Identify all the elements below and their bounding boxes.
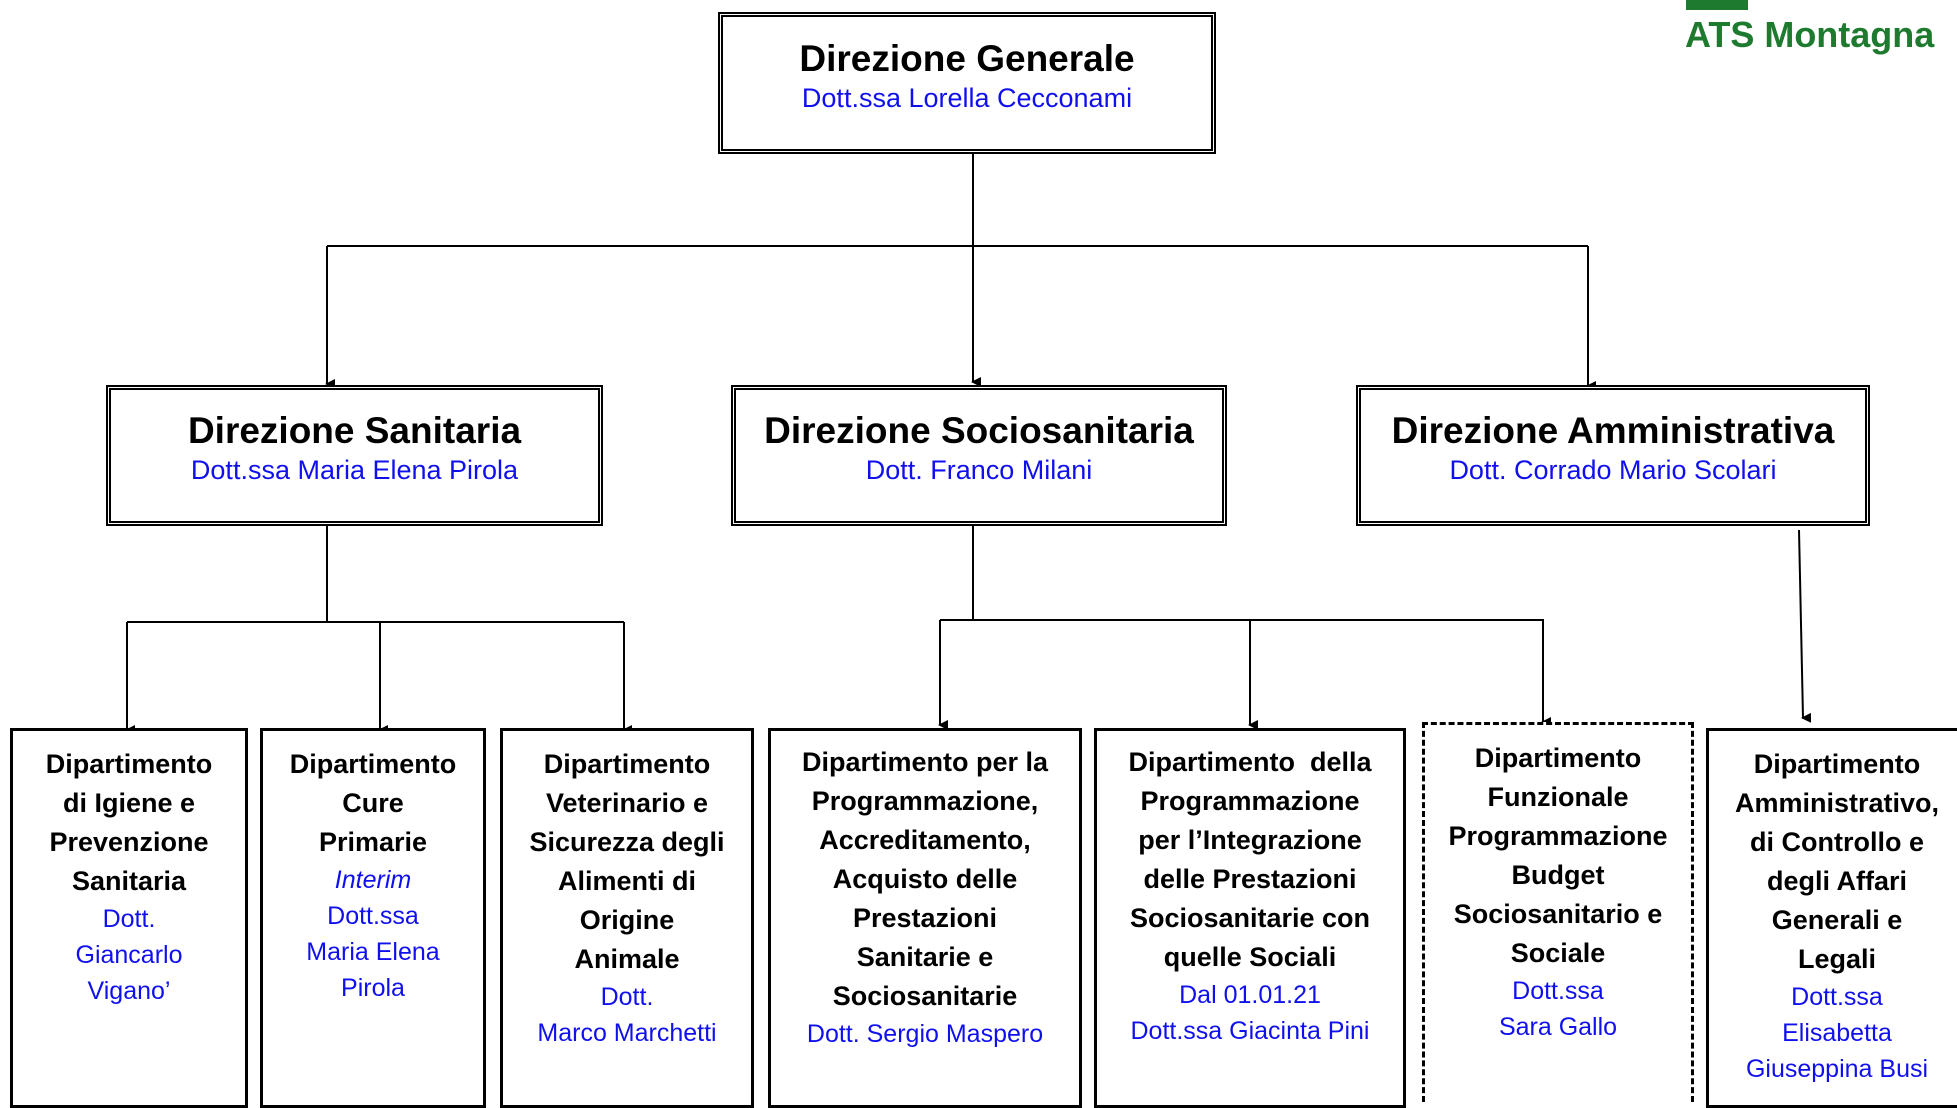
dept-interim-label: Interim: [334, 866, 412, 894]
dept-title-line: degli Affari: [1766, 866, 1907, 896]
node-direzione-sociosanitaria: Direzione Sociosanitaria Dott. Franco Mi…: [731, 385, 1227, 526]
dept-title-line: Dipartimento: [543, 749, 711, 779]
logo-mark: [1686, 0, 1748, 10]
dept-title-line: Amministrativo,: [1734, 788, 1940, 818]
node-dip-veterinario: Dipartimento Veterinario e Sicurezza deg…: [500, 728, 754, 1108]
dept-person-line: Dott.ssa: [1791, 983, 1883, 1011]
dept-person-line: Dott.ssa: [327, 902, 419, 930]
dept-title-line: Prevenzione: [49, 827, 209, 857]
dept-title-line: Animale: [574, 944, 680, 974]
dept-title-line: Primarie: [318, 827, 428, 857]
dept-title-line: Sociosanitario e: [1453, 899, 1663, 929]
dept-person-line: Sara Gallo: [1498, 1013, 1618, 1041]
node-person: Dott.ssa Maria Elena Pirola: [190, 455, 519, 486]
node-dip-funzionale-budget: Dipartimento Funzionale Programmazione B…: [1422, 722, 1694, 1102]
dept-title-line: Sicurezza degli: [529, 827, 725, 857]
dept-title-line: Dipartimento: [45, 749, 213, 779]
ats-logo: ATS Montagna: [1685, 14, 1935, 55]
dept-person-line: Pirola: [341, 974, 405, 1002]
dept-title-line: Sanitarie e: [856, 942, 994, 972]
dept-person-line: Dott.ssa: [1512, 977, 1604, 1005]
dept-title-line: di Controllo e: [1750, 827, 1924, 857]
dept-title-line: Sociosanitarie: [832, 981, 1018, 1011]
dept-title-line: Veterinario e: [545, 788, 709, 818]
dept-title-line: Alimenti di: [557, 866, 696, 896]
dept-title-line: quelle Sociali: [1163, 942, 1337, 972]
dept-person-line: Maria Elena: [306, 938, 440, 966]
dept-person-line: Giancarlo: [75, 941, 183, 969]
dept-title-line: Dipartimento: [1474, 743, 1642, 773]
dept-title-line: Funzionale: [1487, 782, 1629, 812]
dept-title-line: Generali e: [1771, 905, 1903, 935]
dept-person-line: Dott. Sergio Maspero: [806, 1020, 1044, 1048]
dept-title-line: Sociosanitarie con: [1129, 903, 1371, 933]
dept-person-line: Marco Marchetti: [537, 1019, 717, 1047]
dept-title-line: Dipartimento per la: [801, 747, 1049, 777]
node-direzione-amministrativa: Direzione Amministrativa Dott. Corrado M…: [1356, 385, 1870, 526]
dept-title-line: Sociale: [1510, 938, 1606, 968]
dept-title-line: Cure: [342, 788, 404, 818]
dept-person-line: Dott.: [102, 905, 156, 933]
dept-title-line: Legali: [1797, 944, 1877, 974]
node-title: Direzione Amministrativa: [1391, 410, 1835, 451]
dept-person-line: Giuseppina Busi: [1745, 1055, 1929, 1083]
node-title: Direzione Sanitaria: [187, 410, 522, 451]
node-person: Dott.ssa Lorella Cecconami: [801, 83, 1133, 114]
node-direzione-generale: Direzione Generale Dott.ssa Lorella Cecc…: [718, 12, 1216, 154]
dept-title-line: Programmazione: [1448, 821, 1668, 851]
dept-title-line: per l’Integrazione: [1138, 825, 1362, 855]
node-title: Direzione Generale: [799, 38, 1135, 79]
node-dip-amministrativo-controllo: Dipartimento Amministrativo, di Controll…: [1706, 728, 1957, 1108]
dept-title-line: Sanitaria: [71, 866, 187, 896]
node-dip-igiene-prevenzione: Dipartimento di Igiene e Prevenzione San…: [10, 728, 248, 1108]
node-dip-cure-primarie: Dipartimento Cure Primarie Interim Dott.…: [260, 728, 486, 1108]
dept-person-line: Dott.: [600, 983, 654, 1011]
dept-title-line: Accreditamento,: [819, 825, 1031, 855]
dept-person-line: Elisabetta: [1782, 1019, 1892, 1047]
node-person: Dott. Corrado Mario Scolari: [1449, 455, 1777, 486]
dept-title-line: Dipartimento: [1753, 749, 1921, 779]
node-dip-programmazione-accreditamento: Dipartimento per la Programmazione, Accr…: [768, 728, 1082, 1108]
dept-title-line: di Igiene e: [62, 788, 196, 818]
dept-person-line: Dott.ssa Giacinta Pini: [1130, 1017, 1370, 1045]
dept-person-line: Vigano’: [87, 977, 171, 1005]
node-dip-integrazione-sociosanitarie: Dipartimento della Programmazione per l’…: [1094, 728, 1406, 1108]
dept-title-line: Origine: [579, 905, 675, 935]
dept-title-line: Prestazioni: [852, 903, 998, 933]
dept-title-line: delle Prestazioni: [1143, 864, 1357, 894]
dept-title-line: Programmazione,: [811, 786, 1039, 816]
node-person: Dott. Franco Milani: [865, 455, 1093, 486]
dept-title-line: Dipartimento della: [1128, 747, 1372, 777]
dept-title-line: Budget: [1511, 860, 1605, 890]
dept-title-line: Programmazione: [1140, 786, 1360, 816]
node-direzione-sanitaria: Direzione Sanitaria Dott.ssa Maria Elena…: [106, 385, 603, 526]
dept-title-line: Dipartimento: [289, 749, 457, 779]
dept-person-line: Dal 01.01.21: [1179, 981, 1321, 1009]
node-title: Direzione Sociosanitaria: [764, 410, 1194, 451]
dept-title-line: Acquisto delle: [832, 864, 1018, 894]
